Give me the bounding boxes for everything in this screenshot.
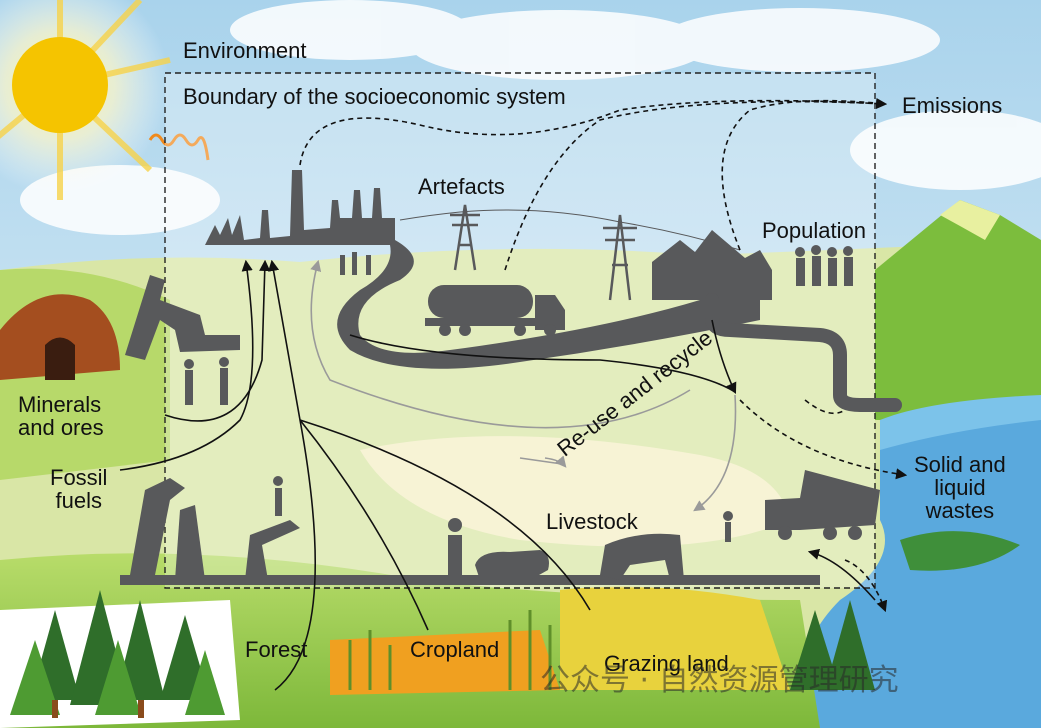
mine-icon — [0, 294, 120, 380]
house-icon — [652, 230, 772, 300]
minerals-line2: and ores — [18, 415, 104, 441]
excavator-icon — [125, 275, 240, 360]
cropland-label: Cropland — [410, 637, 500, 662]
emissions-label: Emissions — [902, 93, 1003, 118]
minerals-line1: Minerals — [18, 392, 102, 417]
people-icon — [795, 245, 853, 286]
cropland-icon — [330, 610, 560, 695]
worker-center-icon — [273, 476, 283, 516]
forest-icon — [0, 590, 240, 728]
fossil-label: Fossil fuels — [50, 466, 107, 512]
fossil-line1: Fossil — [50, 465, 108, 490]
input-flows — [119, 259, 591, 691]
factory-icon — [205, 170, 395, 245]
solid-line3: wastes — [925, 498, 995, 524]
pylon-icon — [399, 204, 741, 301]
recycle-flows — [310, 259, 737, 512]
livestock-label: Livestock — [546, 509, 638, 534]
fossil-line2: fuels — [55, 488, 102, 514]
sun-ray-wave — [148, 133, 210, 161]
dump-truck-icon — [723, 470, 880, 542]
environment-label: Environment — [183, 38, 307, 63]
pipe-icon — [705, 293, 902, 412]
farmer-and-cow-icon — [448, 518, 684, 580]
sand-field — [360, 436, 790, 547]
solid-line2: liquid — [934, 475, 986, 501]
forest-label: Forest — [245, 637, 308, 662]
grazing-label: Grazing land — [604, 651, 729, 676]
boundary-label: Boundary of the socioeconomic system — [183, 84, 566, 109]
workers-icon — [184, 252, 371, 405]
sun-icon — [0, 0, 171, 200]
mountain-right-snow — [940, 200, 1000, 240]
solid-line1: Solid and — [914, 452, 1006, 477]
minerals-label: Minerals and ores — [18, 393, 104, 439]
water-river — [880, 395, 1041, 450]
house-to-recycle-flow — [349, 319, 876, 601]
island — [900, 531, 1020, 571]
mountain-right — [875, 200, 1041, 420]
emission-flows — [299, 97, 908, 613]
trees-right — [790, 600, 875, 690]
oil-pump-icon — [120, 478, 820, 585]
watermark: 公众号 · 自然资源管理研究 — [540, 663, 899, 698]
artefacts-label: Artefacts — [418, 174, 505, 199]
tanker-truck-icon — [425, 285, 565, 336]
yellow-field — [560, 586, 790, 690]
solid-wastes-label: Solid and liquid wastes — [914, 453, 1006, 522]
road-icon — [337, 240, 760, 369]
population-label: Population — [762, 218, 866, 243]
